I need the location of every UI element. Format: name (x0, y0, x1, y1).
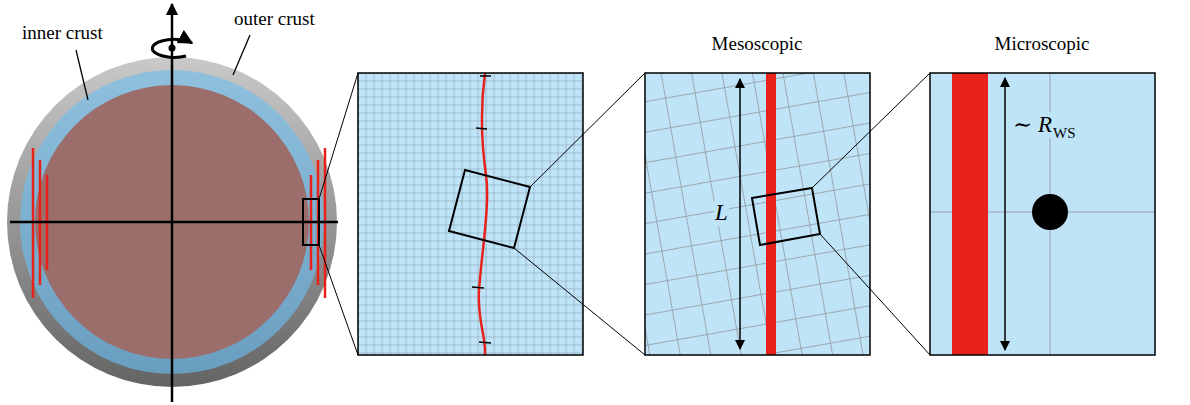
panel-border (358, 73, 583, 355)
grid-line (358, 273, 583, 274)
tick (480, 75, 491, 77)
zoom-line (514, 248, 645, 355)
grid-line (645, 152, 870, 258)
grid-line (781, 73, 870, 355)
rotation-dot (169, 45, 176, 52)
panel-title: Microscopic (995, 33, 1090, 55)
grid-line (358, 289, 583, 290)
grid-line (645, 181, 870, 287)
panel-ground (645, 73, 870, 355)
panel-ground (930, 73, 1155, 355)
grid-line (358, 137, 583, 138)
region-label: inner crust (22, 22, 103, 44)
zoom-line (319, 245, 358, 355)
zoom-box (752, 188, 820, 245)
rotation-arrow (152, 39, 192, 57)
grid-line (358, 329, 583, 330)
tilted-grid (645, 73, 870, 355)
grid-line (358, 217, 583, 218)
dimension-arrow (739, 79, 741, 349)
grid-line (358, 89, 583, 90)
grid-line (752, 73, 861, 355)
grid-line (358, 113, 583, 114)
grid-line (358, 169, 583, 170)
grid-line (358, 313, 583, 314)
grid-line (358, 241, 583, 242)
grid-line (358, 321, 583, 322)
grid-line (645, 73, 870, 110)
grid-line (358, 265, 583, 266)
dimension-arrow (1004, 78, 1006, 350)
grid-line (358, 121, 583, 122)
zoom-line (319, 73, 358, 199)
grid-line (645, 329, 870, 355)
grid-line (358, 129, 583, 130)
grid-line (358, 161, 583, 162)
grid-line (645, 92, 870, 198)
grid-line (645, 73, 870, 80)
grid-line (358, 81, 583, 82)
grid-line (358, 297, 583, 298)
panel-border (645, 73, 870, 355)
vortex-core (766, 73, 776, 355)
dimension-label: ∼ R (1012, 112, 1053, 138)
vortex-line (479, 73, 487, 355)
grid-line (358, 97, 583, 98)
grid-line (358, 153, 583, 154)
panel-title: Mesoscopic (712, 33, 803, 55)
grid-line (358, 257, 583, 258)
grid-line (358, 345, 583, 346)
vortex-ticks (472, 76, 491, 343)
dimension-label: L (714, 200, 729, 226)
vortex-core (952, 73, 988, 355)
leader-line (76, 50, 88, 100)
grid-line (811, 73, 870, 355)
tick (472, 287, 484, 288)
zoom-line (530, 73, 645, 187)
leader-line (233, 35, 250, 75)
grid-line (358, 209, 583, 210)
tick (476, 128, 487, 129)
grid-line (358, 177, 583, 178)
grid-line (358, 225, 583, 226)
tick (479, 342, 491, 343)
fine-grid (358, 73, 583, 355)
zoom-line (820, 234, 930, 355)
grid-line (358, 281, 583, 282)
grid-line (358, 353, 583, 354)
grid-line (840, 73, 870, 355)
panel-border (930, 73, 1155, 355)
grid-line (693, 73, 802, 355)
grid-line (645, 299, 870, 355)
equator-axis (10, 221, 338, 224)
grid-line (358, 337, 583, 338)
cell-grid (930, 73, 1155, 355)
zoom-line (812, 73, 930, 188)
grid-line (358, 145, 583, 146)
zoom-box (449, 170, 530, 248)
grid-line (358, 305, 583, 306)
grid-line (358, 185, 583, 186)
grid-line (358, 201, 583, 202)
grid-line (645, 73, 870, 169)
rotation-axis (171, 4, 174, 402)
panel-ground (358, 73, 583, 355)
dimension-subscript: WS (1052, 125, 1077, 142)
grid-line (358, 233, 583, 234)
grid-line (645, 240, 870, 346)
region-label: outer crust (234, 8, 315, 30)
grid-line (645, 73, 654, 355)
grid-line (663, 73, 772, 355)
grid-line (645, 73, 684, 355)
nucleus (1032, 194, 1068, 230)
grid-line (358, 193, 583, 194)
grid-line (645, 122, 870, 228)
grid-line (358, 249, 583, 250)
zoom-box (303, 199, 319, 245)
tilted-grid-clip (645, 73, 870, 355)
grid-line (358, 105, 583, 106)
